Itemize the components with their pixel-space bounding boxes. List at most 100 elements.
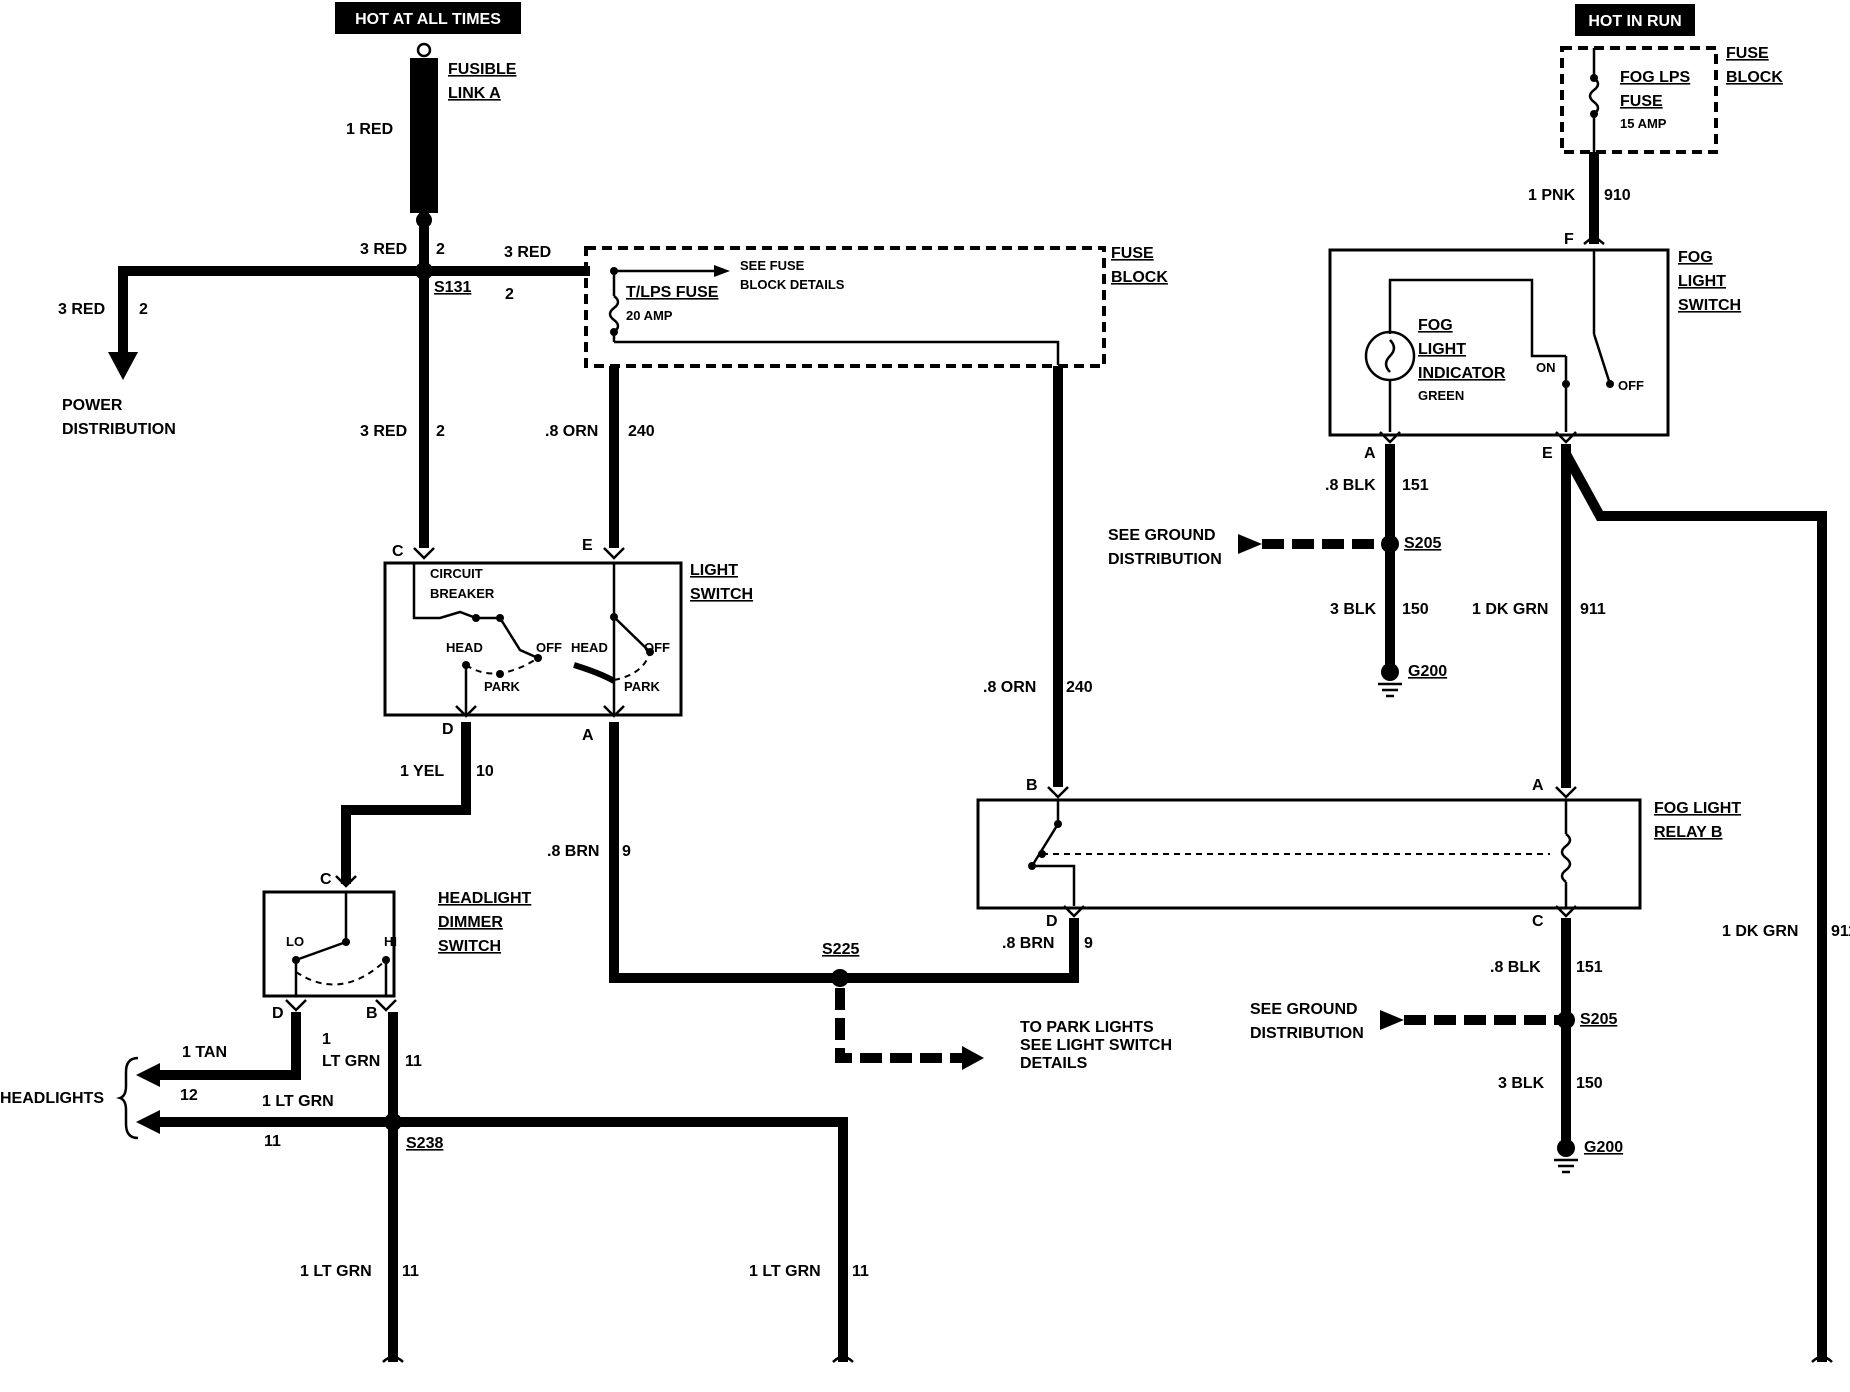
wire-label: 2	[436, 241, 445, 258]
fusible-link-label: FUSIBLE	[448, 61, 517, 78]
power-dist-arrow	[108, 352, 138, 380]
wire-label: .8 BRN	[1002, 935, 1054, 952]
headlights-label: HEADLIGHTS	[0, 1090, 104, 1107]
see-fuse-label-2: BLOCK DETAILS	[740, 277, 845, 292]
ground-g200-a	[1381, 663, 1399, 681]
splice-s225-label: S225	[822, 941, 859, 958]
switch-node	[534, 654, 542, 662]
wire-label: 10	[476, 763, 494, 780]
fog-fuse-label: FOG LPS	[1620, 69, 1691, 86]
fog-switch-label: FOG	[1678, 249, 1713, 266]
hot-in-run-tag	[1575, 4, 1695, 36]
pin-c: C	[1532, 913, 1544, 930]
wire-label: 1 LT GRN	[300, 1263, 372, 1280]
relay-contact-arm	[1030, 823, 1060, 867]
wire-label: .8 BLK	[1490, 959, 1541, 976]
lo-label: LO	[286, 934, 304, 949]
dimmer-dashed-link	[295, 959, 387, 986]
ground-g200-b	[1557, 1139, 1575, 1157]
splice-s205-b	[1557, 1011, 1575, 1029]
tlps-fuse-label: T/LPS FUSE	[626, 284, 719, 301]
connector-d	[455, 705, 477, 718]
head-label: HEAD	[446, 640, 483, 655]
fuse-block-right-label-2: BLOCK	[1726, 69, 1783, 86]
fog-indicator-color: GREEN	[1418, 388, 1464, 403]
pin-a: A	[1532, 777, 1544, 794]
wire-label: 11	[405, 1053, 422, 1070]
wire-label: 1 YEL	[400, 763, 444, 780]
wire-1ltgrn-11	[156, 1117, 848, 1362]
headlight-arrow-2	[136, 1110, 160, 1134]
connector-c	[413, 547, 435, 560]
pin-c: C	[392, 543, 404, 560]
wire-label: 2	[436, 423, 445, 440]
splice-s131-label: S131	[434, 279, 471, 296]
light-switch-label-2: SWITCH	[690, 586, 753, 603]
pin-b: B	[366, 1005, 378, 1022]
connector-a-fog	[1379, 431, 1401, 444]
light-switch-box	[383, 561, 683, 717]
breaker-contacts	[412, 563, 539, 660]
wire-label: 1 DK GRN	[1472, 601, 1548, 618]
wire-label: 240	[1066, 679, 1093, 696]
relay-contact-lead	[1032, 864, 1076, 906]
fog-indicator-circuit	[1388, 278, 1566, 358]
splice-s205-label-2: S205	[1580, 1011, 1617, 1028]
wire-1red-label: 1 RED	[346, 121, 393, 138]
pin-e: E	[582, 537, 593, 554]
head-label-2: HEAD	[571, 640, 608, 655]
fuse-block-left	[584, 246, 1106, 368]
pin-a: A	[582, 727, 594, 744]
fuse-node	[610, 328, 618, 336]
pin-f: F	[1564, 231, 1574, 248]
park-lights-arrow	[962, 1046, 984, 1070]
hot-at-all-times-tag	[335, 2, 521, 34]
wire-label: 1 LT GRN	[262, 1093, 334, 1110]
see-ground-label-3: SEE GROUND	[1250, 1001, 1358, 1018]
fuse-block-label: FUSE	[1111, 245, 1154, 262]
wire-label: 2	[139, 301, 148, 318]
park-lights-label: TO PARK LIGHTS	[1020, 1019, 1154, 1036]
switch-node	[496, 670, 504, 678]
wire-label: 11	[402, 1263, 419, 1280]
park-label-2: PARK	[624, 679, 660, 694]
fuse-details-arrow	[714, 265, 730, 277]
park-bar	[573, 662, 616, 684]
switch-node	[1606, 380, 1614, 388]
see-ground-label-4: DISTRIBUTION	[1250, 1025, 1364, 1042]
wire-label: .8 ORN	[983, 679, 1036, 696]
connector-b-dimmer	[375, 999, 397, 1012]
relay-label-2: RELAY B	[1654, 824, 1722, 841]
wire-label: 11	[852, 1263, 869, 1280]
splice-s238	[384, 1113, 402, 1131]
wire-label: 3 RED	[58, 301, 105, 318]
pin-d: D	[1046, 913, 1058, 930]
wire-label: 1 LT GRN	[749, 1263, 821, 1280]
wire-label: 150	[1402, 601, 1429, 618]
lamp-filament	[1384, 339, 1396, 373]
fog-light-switch-box	[1328, 248, 1670, 437]
tlps-fuse-element	[608, 295, 620, 333]
pin-c: C	[320, 871, 332, 888]
wire-label: 3 RED	[360, 423, 407, 440]
fuse-block-right-label: FUSE	[1726, 45, 1769, 62]
splice-s238-label: S238	[406, 1135, 443, 1152]
fuse-block-label-2: BLOCK	[1111, 269, 1168, 286]
wire-label: .8 ORN	[545, 423, 598, 440]
see-ground-label: SEE GROUND	[1108, 527, 1216, 544]
switch-node	[472, 614, 480, 622]
hot-at-all-times-label: HOT AT ALL TIMES	[355, 11, 501, 28]
fuse-bus	[614, 340, 1060, 365]
splice-s205-a	[1381, 535, 1399, 553]
off-label: OFF	[536, 640, 562, 655]
ground-g200-label: G200	[1408, 663, 1447, 680]
dimmer-arm	[295, 940, 347, 962]
connector-b-relay	[1047, 786, 1069, 799]
pin-d: D	[272, 1005, 284, 1022]
wire-end	[1811, 1355, 1833, 1363]
power-dist-label: POWER	[62, 397, 123, 414]
pin-b: B	[1026, 777, 1038, 794]
switch-dashed-link-2	[613, 651, 651, 681]
switch-node	[496, 614, 504, 622]
